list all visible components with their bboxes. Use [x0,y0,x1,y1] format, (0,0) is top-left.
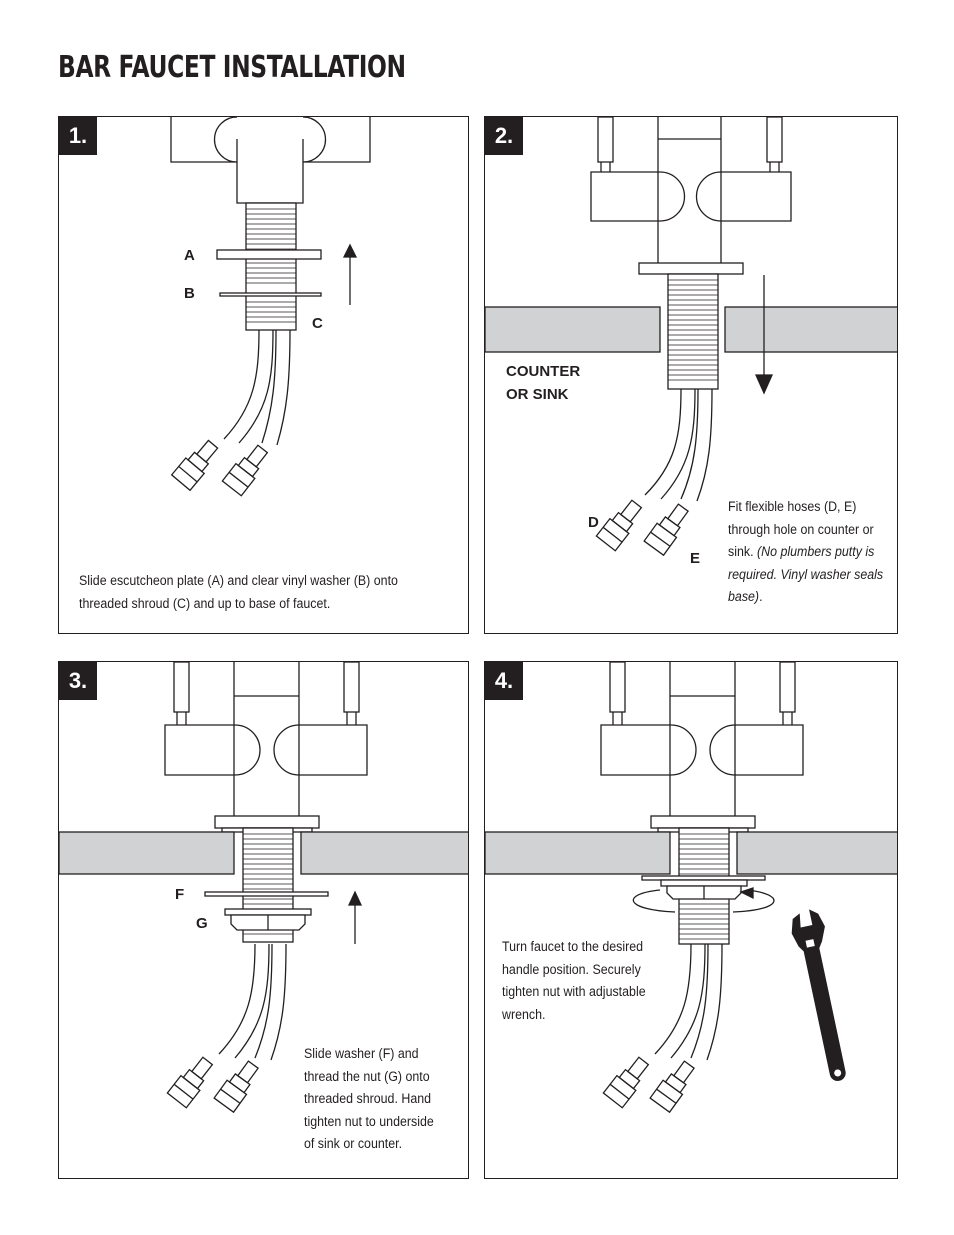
step-3-illustration [59,662,468,1114]
step-2-number: 2. [485,117,523,155]
step-1-instructions: Slide escutcheon plate (A) and clear vin… [79,573,398,611]
step-1-number: 1. [59,117,97,155]
label-b: B [184,285,195,302]
faucet-handle-left [170,117,238,163]
step-2-text-end: . [759,589,763,604]
step-4-number: 4. [485,662,523,700]
step-1-illustration [170,117,371,497]
label-f: F [175,886,185,903]
step-3-number: 3. [59,662,97,700]
counter-label-line-1: COUNTER [506,363,581,380]
step-4-illustration [485,662,897,1114]
page-title: BAR FAUCET INSTALLATION [58,50,406,85]
label-a: A [184,247,195,264]
vinyl-washer-b [219,292,322,297]
step-2-panel: 2. [484,116,898,634]
faucet-handle-right [302,117,371,163]
label-d: D [588,514,599,531]
step-1-panel: 1. [58,116,469,634]
step-4-instructions: Turn faucet to the desired handle positi… [502,939,646,1022]
step-2-text-note: (No plumbers putty is required. Vinyl wa… [728,544,884,604]
step-2-illustration [485,117,897,557]
label-e: E [690,550,701,567]
escutcheon-plate-a [216,249,322,260]
label-c: C [312,315,323,332]
counter-label-line-2: OR SINK [506,386,569,403]
label-g: G [196,915,208,932]
wrench-icon [791,909,846,1081]
step-4-panel: 4. [484,661,898,1179]
step-3-panel: 3. [58,661,469,1179]
step-2-text: Fit flexible hoses (D, E) through hole o… [728,499,874,559]
step-2-instructions: Fit flexible hoses (D, E) through hole o… [728,496,884,609]
step-3-instructions: Slide washer (F) and thread the nut (G) … [304,1046,434,1151]
